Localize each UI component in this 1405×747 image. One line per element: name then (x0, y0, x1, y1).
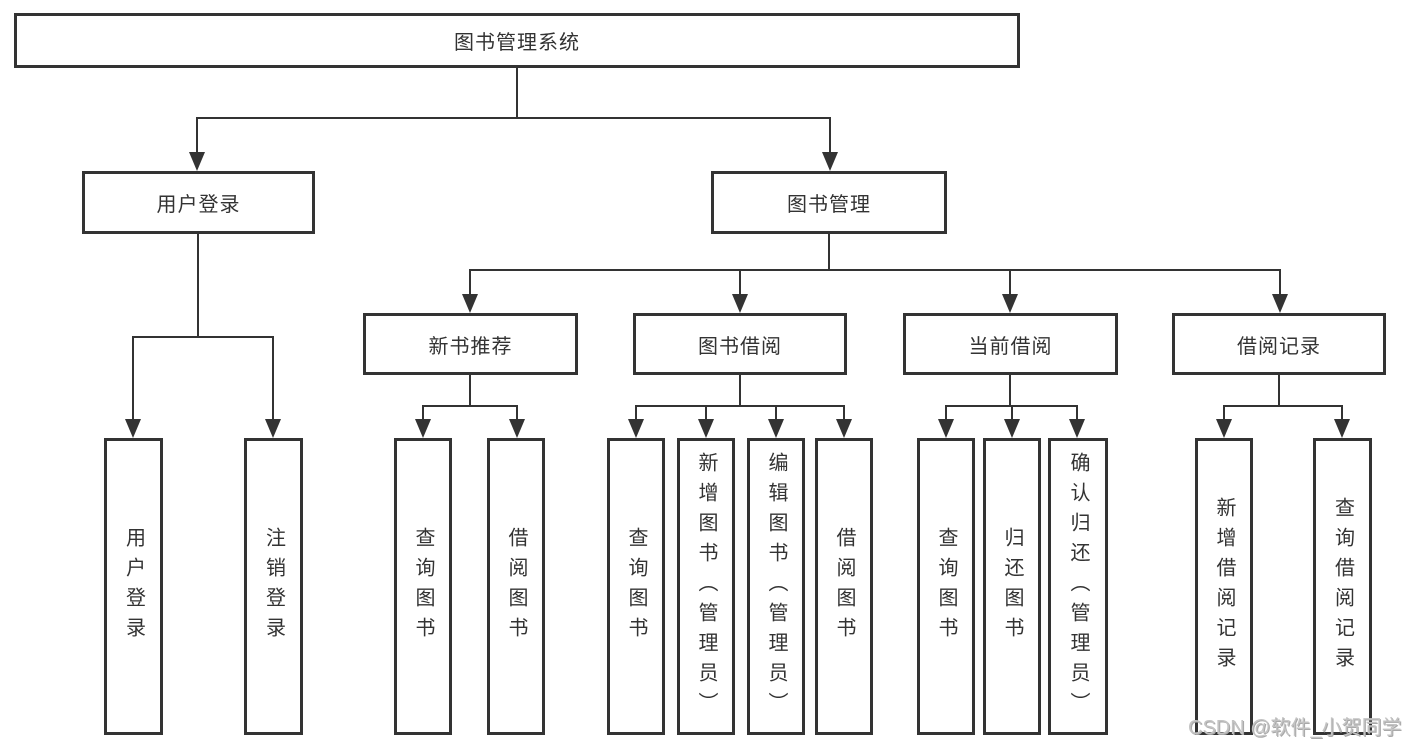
leaf-edit-book-admin: 编辑图书（管理员） (747, 438, 805, 735)
connector-line (132, 336, 273, 338)
arrow-down-icon (1216, 419, 1232, 438)
node-label: 查询图书 (625, 526, 647, 647)
arrow-down-icon (265, 419, 281, 438)
connector-line (516, 405, 518, 421)
node-book-borrow: 图书借阅 (633, 313, 847, 375)
node-user-login: 用户登录 (82, 171, 315, 234)
node-label: 借阅图书 (505, 526, 527, 647)
connector-line (469, 375, 471, 406)
connector-line (1279, 269, 1281, 296)
arrow-down-icon (836, 419, 852, 438)
connector-line (775, 405, 777, 421)
node-current-borrow: 当前借阅 (903, 313, 1118, 375)
leaf-query-book-2: 查询图书 (607, 438, 665, 735)
node-label: 新书推荐 (428, 335, 513, 358)
leaf-borrow-book-2: 借阅图书 (815, 438, 873, 735)
arrow-down-icon (822, 152, 838, 171)
node-label: 新增图书（管理员） (695, 451, 717, 722)
connector-line (469, 269, 1281, 271)
arrow-down-icon (189, 152, 205, 171)
node-label: 查询图书 (935, 526, 957, 647)
node-label: 借阅记录 (1237, 335, 1321, 358)
connector-line (1223, 405, 1225, 421)
connector-line (739, 269, 741, 296)
connector-line (422, 405, 424, 421)
arrow-down-icon (1004, 419, 1020, 438)
node-label: 编辑图书（管理员） (765, 451, 787, 722)
connector-line (705, 405, 707, 421)
node-label: 图书借阅 (698, 335, 782, 358)
node-label: 图书管理 (787, 194, 871, 216)
leaf-add-borrow-record: 新增借阅记录 (1195, 438, 1253, 735)
arrow-down-icon (1002, 294, 1018, 313)
arrow-down-icon (628, 419, 644, 438)
leaf-borrow-book-1: 借阅图书 (487, 438, 545, 735)
arrow-down-icon (938, 419, 954, 438)
connector-line (1278, 375, 1280, 406)
connector-line (1076, 405, 1078, 421)
connector-line (469, 269, 471, 296)
leaf-query-book-3: 查询图书 (917, 438, 975, 735)
connector-line (635, 405, 845, 407)
leaf-confirm-return-admin: 确认归还（管理员） (1048, 438, 1108, 735)
node-label: 注销登录 (262, 526, 285, 647)
csdn-watermark: CSDN @软件_小贺同学 (1188, 717, 1402, 739)
node-book-management: 图书管理 (711, 171, 947, 234)
connector-line (516, 68, 518, 118)
leaf-add-book-admin: 新增图书（管理员） (677, 438, 735, 735)
arrow-down-icon (125, 419, 141, 438)
leaf-query-borrow-record: 查询借阅记录 (1313, 438, 1372, 735)
leaf-query-book-1: 查询图书 (394, 438, 452, 735)
connector-line (1009, 269, 1011, 296)
connector-line (422, 405, 518, 407)
connector-line (829, 117, 831, 154)
node-label: 查询借阅记录 (1331, 496, 1354, 677)
node-label: 查询图书 (412, 526, 434, 647)
arrow-down-icon (509, 419, 525, 438)
node-label: 归还图书 (1001, 526, 1023, 647)
arrow-down-icon (1272, 294, 1288, 313)
arrow-down-icon (698, 419, 714, 438)
connector-line (272, 336, 274, 420)
leaf-logout: 注销登录 (244, 438, 303, 735)
node-label: 新增借阅记录 (1213, 496, 1235, 677)
leaf-user-login: 用户登录 (104, 438, 163, 735)
connector-line (1341, 405, 1343, 421)
connector-line (132, 336, 134, 420)
connector-line (196, 117, 831, 119)
arrow-down-icon (1334, 419, 1350, 438)
arrow-down-icon (415, 419, 431, 438)
arrow-down-icon (732, 294, 748, 313)
node-borrow-records: 借阅记录 (1172, 313, 1386, 375)
arrow-down-icon (768, 419, 784, 438)
connector-line (1011, 405, 1013, 421)
connector-line (635, 405, 637, 421)
arrow-down-icon (462, 294, 478, 313)
connector-line (828, 234, 830, 270)
connector-line (843, 405, 845, 421)
node-new-book-recommend: 新书推荐 (363, 313, 578, 375)
connector-line (1223, 405, 1343, 407)
node-library-management-system: 图书管理系统 (14, 13, 1020, 68)
node-label: 借阅图书 (833, 526, 855, 647)
connector-line (1009, 375, 1011, 406)
connector-line (197, 234, 199, 337)
node-label: 确认归还（管理员） (1067, 451, 1089, 722)
node-label: 用户登录 (122, 526, 145, 647)
connector-line (196, 117, 198, 154)
arrow-down-icon (1069, 419, 1085, 438)
node-label: 图书管理系统 (454, 32, 580, 54)
connector-line (739, 375, 741, 406)
node-label: 用户登录 (156, 194, 241, 216)
leaf-return-book: 归还图书 (983, 438, 1041, 735)
connector-line (945, 405, 947, 421)
node-label: 当前借阅 (968, 335, 1053, 358)
